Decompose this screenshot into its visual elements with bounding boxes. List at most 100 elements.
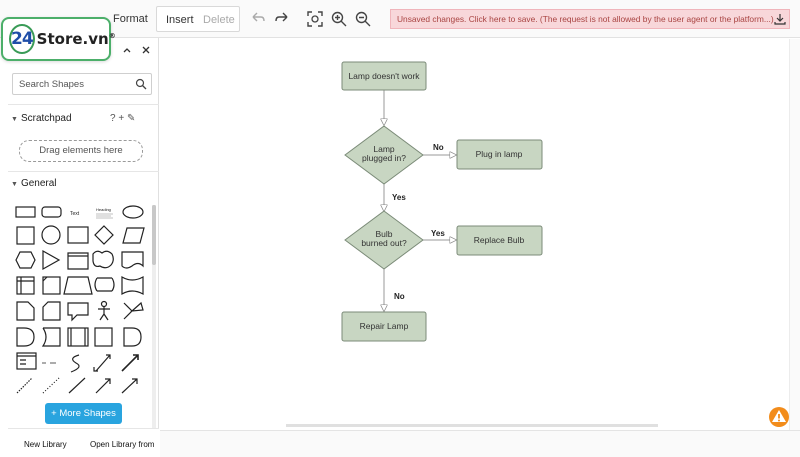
- collapse-triangle-icon: ▼: [11, 116, 18, 123]
- plugged-decision-node[interactable]: [344, 125, 424, 185]
- plug-in-node-label: Plug in lamp: [476, 149, 523, 159]
- toolbar: Format Insert Delete Unsaved changes. Cl…: [0, 0, 800, 38]
- diamond-shape-icon[interactable]: [94, 225, 114, 245]
- delay-shape-icon[interactable]: [16, 327, 35, 347]
- download-icon[interactable]: [774, 13, 786, 25]
- callout-shape-icon[interactable]: [67, 302, 89, 322]
- open-library-link[interactable]: Open Library from: [90, 440, 155, 449]
- panel-scrollbar-thumb[interactable]: [152, 205, 156, 265]
- note-shape-icon[interactable]: [16, 301, 35, 321]
- stored-data-shape-icon[interactable]: [41, 327, 61, 347]
- square-shape-icon[interactable]: [16, 226, 35, 245]
- format-panel-edge[interactable]: [789, 39, 800, 457]
- card-shape-icon[interactable]: [42, 301, 61, 321]
- edge-label-no-2: No: [394, 292, 405, 301]
- search-icon[interactable]: [135, 78, 147, 90]
- parallelogram-shape-icon[interactable]: [122, 227, 145, 244]
- panel-scrollbar[interactable]: [152, 205, 156, 435]
- cloud-shape-icon[interactable]: [92, 250, 114, 269]
- search-shapes-input[interactable]: Search Shapes: [12, 73, 152, 95]
- connector-shape-icon[interactable]: [121, 378, 138, 394]
- line-shape-icon[interactable]: [68, 377, 86, 394]
- triangle-shape-icon[interactable]: [42, 249, 61, 271]
- rectangle-shape-icon[interactable]: [15, 206, 36, 218]
- divider: [8, 104, 159, 105]
- search-placeholder: Search Shapes: [19, 79, 84, 90]
- bulb-node-label-2: burned out?: [361, 238, 407, 248]
- replace-bulb-node[interactable]: [456, 225, 543, 256]
- scratchpad-title: Scratchpad: [20, 113, 72, 124]
- start-node-label: Lamp doesn't work: [348, 71, 420, 81]
- bidirectional-arrow-shape-icon[interactable]: [95, 354, 111, 372]
- directional-connector-shape-icon[interactable]: [95, 378, 111, 394]
- close-panel-icon[interactable]: [142, 46, 150, 54]
- dotted-line-shape-icon[interactable]: [42, 377, 60, 394]
- table-shape-icon[interactable]: [16, 352, 37, 370]
- shapes-panel: Search Shapes ▼Scratchpad ? + ✎ Drag ele…: [8, 38, 159, 457]
- fit-page-icon[interactable]: [305, 9, 325, 29]
- data-shape-icon[interactable]: [123, 327, 142, 347]
- repair-lamp-node[interactable]: [341, 311, 427, 342]
- collapse-triangle-icon: ▼: [11, 181, 18, 188]
- bulb-node-label-1: Bulb: [375, 229, 392, 239]
- new-library-link[interactable]: New Library: [24, 440, 67, 449]
- ellipse-shape-icon[interactable]: [122, 205, 144, 219]
- hexagon-shape-icon[interactable]: [15, 251, 36, 269]
- repair-lamp-node-label: Repair Lamp: [360, 321, 409, 331]
- replace-bulb-node-label: Replace Bulb: [474, 235, 525, 245]
- cube-shape-icon[interactable]: [42, 276, 61, 295]
- warning-icon[interactable]: [768, 406, 790, 428]
- logo-number: 24: [9, 24, 35, 54]
- tape-shape-icon[interactable]: [94, 277, 115, 292]
- diagram-canvas[interactable]: Lamp doesn't work Lamp plugged in? Plug …: [160, 39, 800, 457]
- process-bar-shape-icon[interactable]: [67, 327, 89, 347]
- edge-label-no-1: No: [433, 143, 444, 152]
- scratchpad-drop-zone[interactable]: Drag elements here: [19, 140, 143, 162]
- cylinder-shape-icon[interactable]: [67, 252, 89, 270]
- page-tabs-bar: [160, 430, 800, 457]
- logo-registered-mark: ®: [108, 32, 116, 40]
- trapezoid-shape-icon[interactable]: [63, 276, 93, 295]
- canvas-horizontal-scrollbar[interactable]: [286, 424, 658, 427]
- dashed-line-shape-icon[interactable]: [16, 377, 33, 394]
- redo-icon[interactable]: [272, 9, 292, 29]
- unsaved-changes-alert[interactable]: Unsaved changes. Click here to save. (Th…: [390, 9, 790, 29]
- zoom-out-icon[interactable]: [353, 9, 373, 29]
- insert-button[interactable]: Insert: [166, 14, 194, 26]
- scratchpad-header[interactable]: ▼Scratchpad: [11, 113, 72, 124]
- divider: [8, 171, 159, 172]
- text-shape-icon[interactable]: Text: [70, 211, 80, 217]
- edge-label-yes-1: Yes: [392, 193, 406, 202]
- container-shape-icon[interactable]: [94, 327, 113, 347]
- bulb-decision-node[interactable]: [344, 210, 424, 270]
- format-button[interactable]: Format: [113, 13, 148, 25]
- or-shape-icon[interactable]: [123, 301, 144, 320]
- zoom-in-icon[interactable]: [329, 9, 349, 29]
- actor-shape-icon[interactable]: [98, 307, 110, 321]
- plug-in-node[interactable]: [456, 139, 543, 170]
- general-title: General: [20, 178, 57, 189]
- curve-shape-icon[interactable]: [70, 354, 80, 373]
- store-logo: 24 Store.vn®: [1, 17, 116, 61]
- heading-shape-icon[interactable]: Heading: [96, 207, 111, 212]
- general-header[interactable]: ▼General: [11, 178, 57, 189]
- plugged-node-label-1: Lamp: [373, 144, 395, 154]
- more-shapes-button[interactable]: + More Shapes: [45, 403, 122, 424]
- undo-icon[interactable]: [248, 9, 268, 29]
- circle-shape-icon[interactable]: [41, 225, 61, 245]
- plugged-node-label-2: plugged in?: [362, 153, 406, 163]
- rounded-rectangle-shape-icon[interactable]: [41, 206, 62, 218]
- document-shape-icon[interactable]: [121, 251, 144, 269]
- general-shapes-grid: Text Heading: [15, 205, 145, 394]
- edit-button-group: Insert Delete: [156, 6, 240, 32]
- process-shape-icon[interactable]: [67, 226, 89, 244]
- internal-storage-shape-icon[interactable]: [16, 276, 35, 295]
- flowchart-diagram: Lamp doesn't work Lamp plugged in? Plug …: [341, 61, 543, 342]
- edge-label-yes-2: Yes: [431, 229, 445, 238]
- delete-button[interactable]: Delete: [203, 14, 235, 26]
- scratchpad-tools[interactable]: ? + ✎: [110, 113, 136, 124]
- start-node[interactable]: [341, 61, 427, 91]
- arrow-shape-icon[interactable]: [121, 354, 139, 372]
- wave-shape-icon[interactable]: [121, 275, 144, 296]
- collapse-panel-icon[interactable]: [123, 47, 131, 53]
